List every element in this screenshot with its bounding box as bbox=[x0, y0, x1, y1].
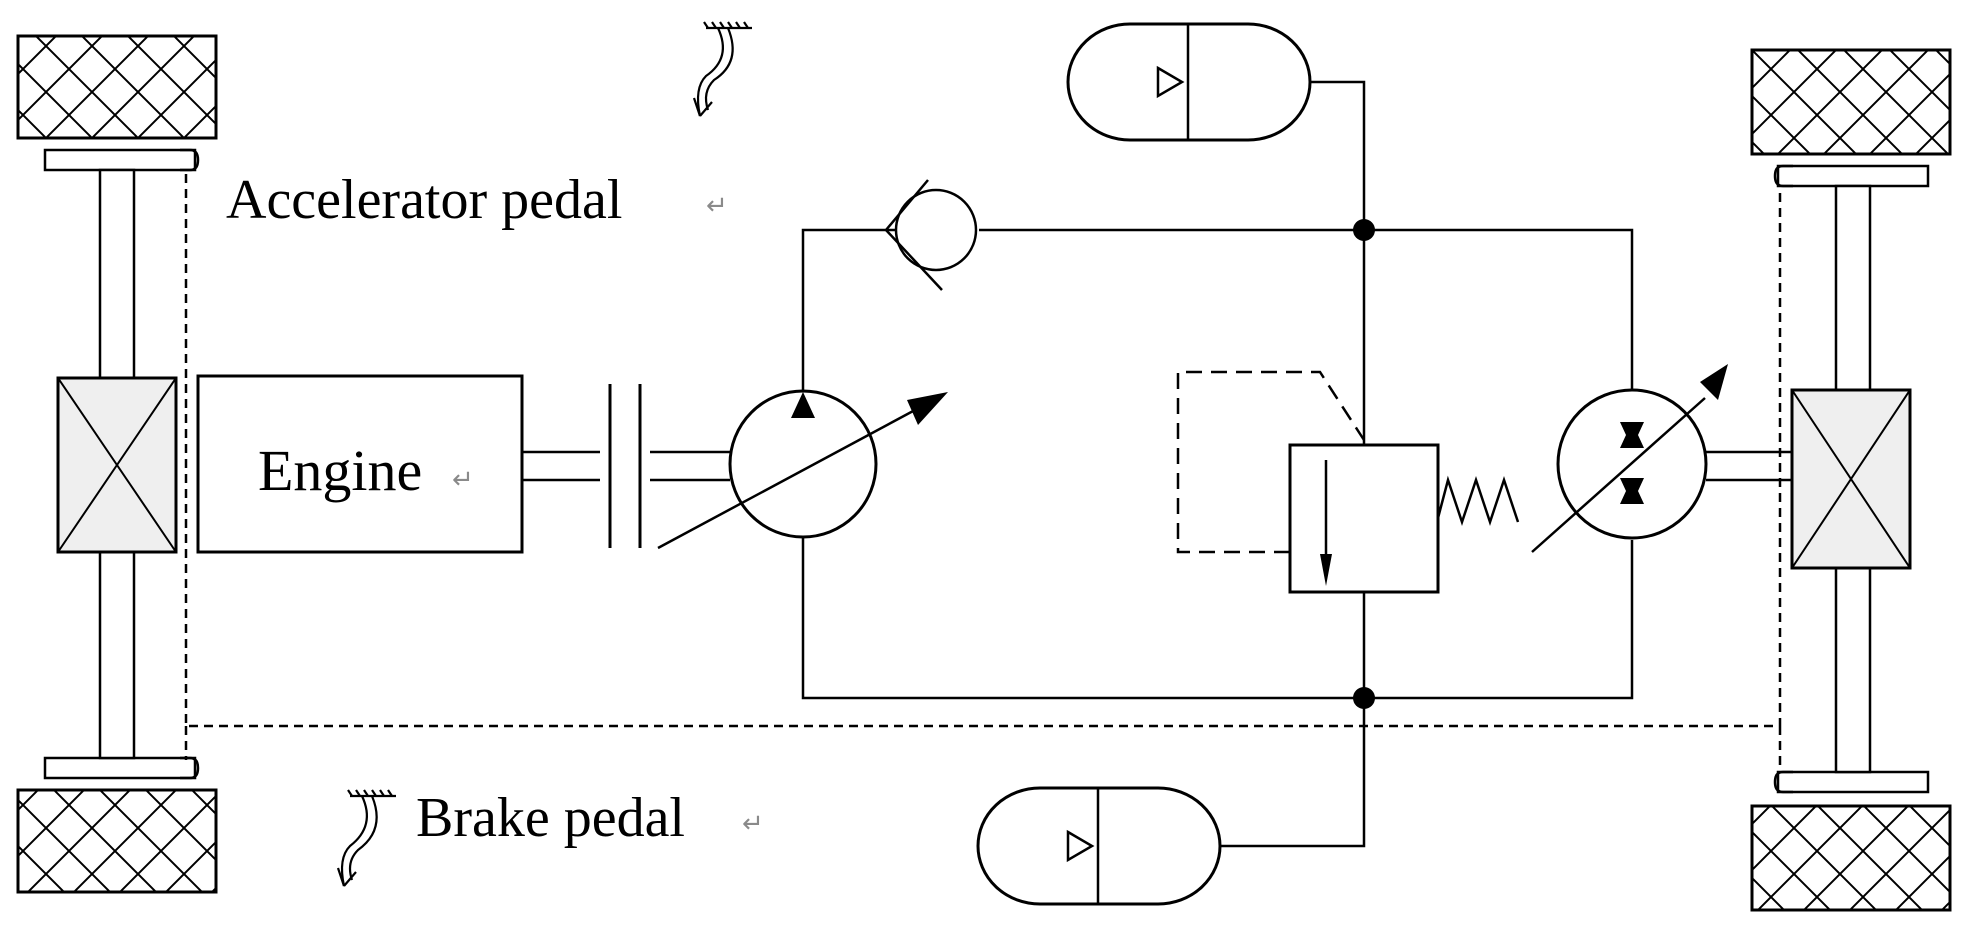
engine-box bbox=[196, 374, 524, 554]
brake-pedal-label: Brake pedal bbox=[416, 787, 685, 849]
relief-valve-pilot-line bbox=[1176, 370, 1366, 554]
clutch bbox=[608, 384, 642, 548]
rear-differential bbox=[1790, 388, 1912, 570]
front-bottom-brake-disc bbox=[43, 756, 197, 780]
accelerator-paragraph-mark: ↵ bbox=[706, 191, 728, 221]
front-axle-shaft-lower bbox=[98, 550, 136, 760]
rear-right-top-tire bbox=[1750, 48, 1952, 156]
variable-pump-motor bbox=[1531, 364, 1728, 553]
relief-valve bbox=[1176, 370, 1520, 594]
engine-paragraph-mark: ↵ bbox=[452, 465, 474, 495]
relief-valve-spring bbox=[1436, 475, 1520, 526]
check-valve bbox=[882, 179, 978, 291]
motor-output-shaft bbox=[1706, 450, 1792, 482]
pump-flow-arrow bbox=[791, 392, 815, 418]
rear-top-brake-disc bbox=[1776, 164, 1930, 188]
pump-variable-arrow bbox=[657, 408, 916, 550]
low-pressure-line bbox=[801, 537, 1634, 700]
accumulator-connection bbox=[1218, 80, 1366, 848]
brake-paragraph-mark: ↵ bbox=[742, 809, 764, 839]
rear-top-brake-caliper bbox=[1773, 164, 1793, 188]
rear-bottom-brake-disc bbox=[1776, 770, 1930, 794]
front-axle-shaft-upper bbox=[98, 168, 136, 380]
front-differential bbox=[56, 376, 178, 554]
pump-input-shaft bbox=[650, 450, 730, 482]
accelerator-pedal-label: Accelerator pedal bbox=[226, 169, 622, 231]
high-pressure-accumulator bbox=[1066, 22, 1312, 142]
high-pressure-line bbox=[801, 228, 1634, 391]
rear-axle-shaft-lower bbox=[1834, 566, 1872, 774]
front-axle bbox=[16, 34, 218, 894]
rear-bottom-brake-caliper bbox=[1773, 770, 1793, 794]
front-bottom-brake-caliper bbox=[180, 756, 200, 780]
low-pressure-accumulator bbox=[976, 786, 1222, 906]
accelerator-pedal-icon bbox=[692, 21, 752, 117]
front-top-brake-disc bbox=[43, 148, 197, 172]
front-top-brake-caliper bbox=[180, 148, 200, 172]
rear-axle-shaft-upper bbox=[1834, 184, 1872, 392]
rear-axle bbox=[1750, 48, 1952, 912]
engine-output-shaft bbox=[522, 450, 600, 482]
brake-signal-line bbox=[184, 174, 1782, 772]
low-pressure-junction bbox=[1353, 687, 1375, 709]
high-pressure-junction bbox=[1353, 219, 1375, 241]
engine-label: Engine bbox=[258, 438, 422, 503]
rear-right-bottom-tire bbox=[1750, 804, 1952, 912]
front-left-top-tire bbox=[16, 34, 218, 140]
variable-displacement-pump bbox=[657, 389, 948, 550]
front-left-bottom-tire bbox=[16, 788, 218, 894]
brake-pedal-icon bbox=[336, 789, 396, 887]
